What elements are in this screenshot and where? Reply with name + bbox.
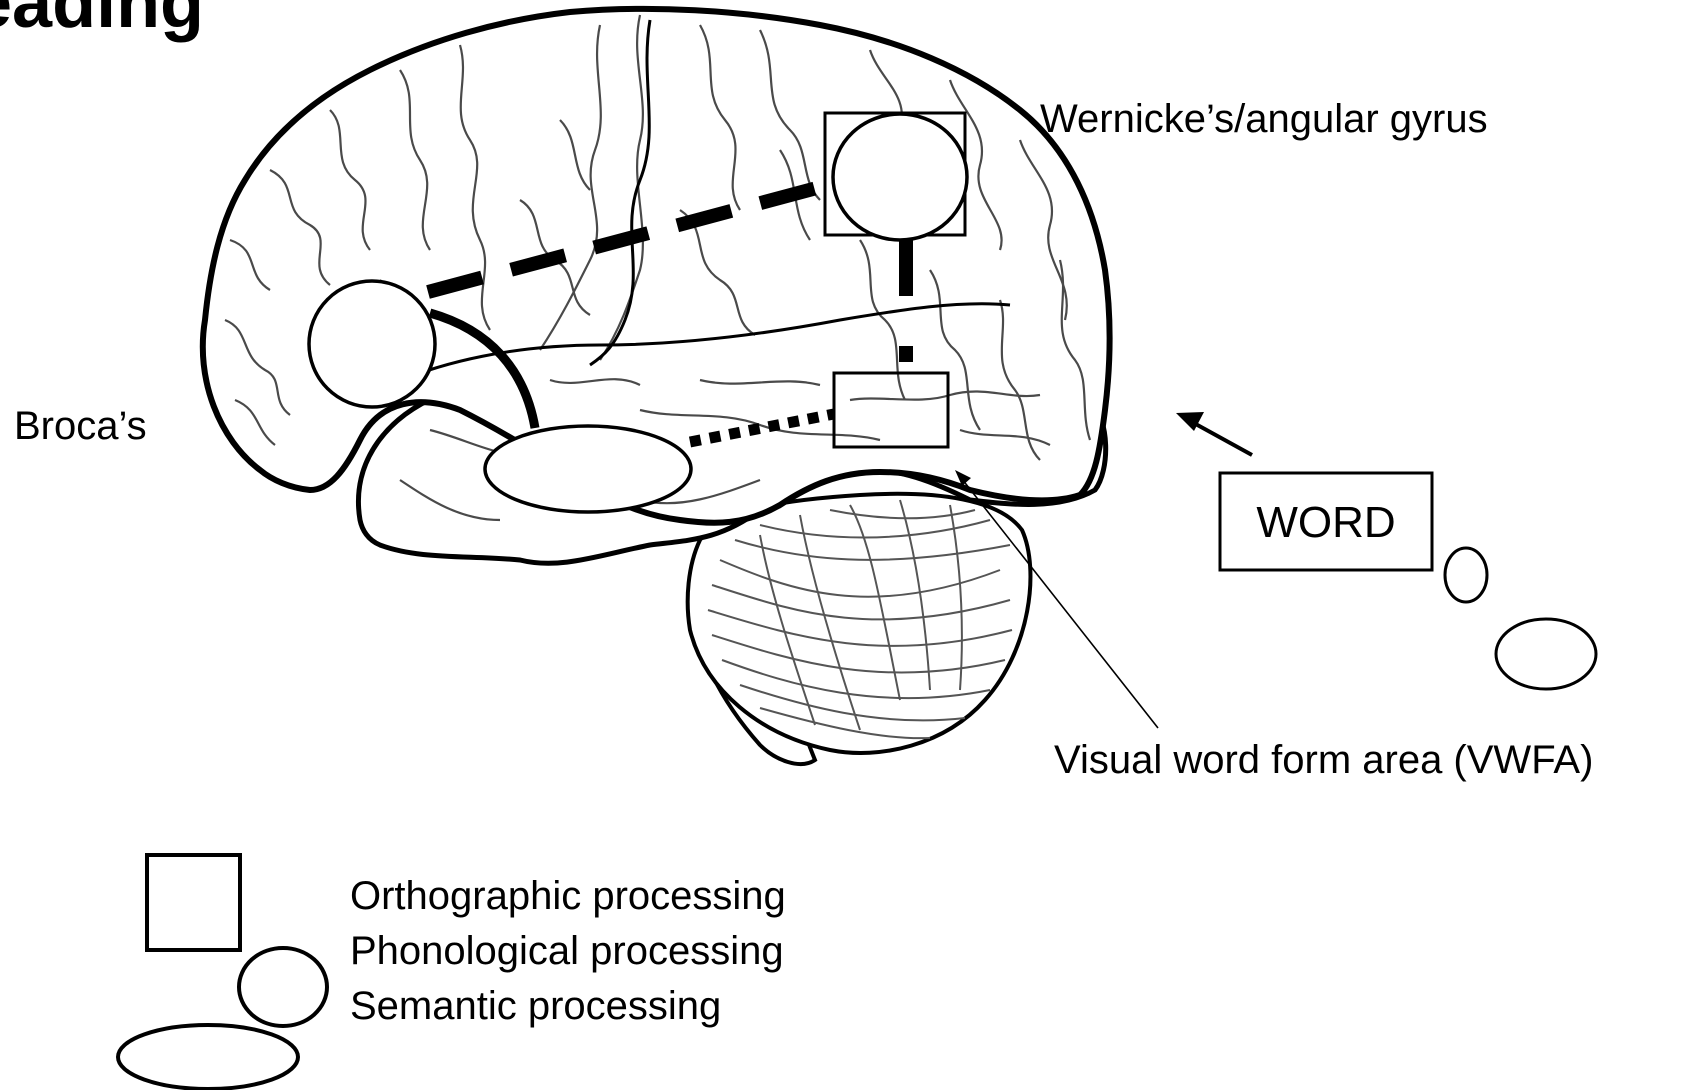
temporal-semantic-ellipse	[485, 426, 691, 512]
word-label: WORD	[1256, 498, 1395, 547]
legend-orthographic-label: Orthographic processing	[350, 874, 786, 918]
legend: Orthographic processing Phonological pro…	[118, 855, 786, 1089]
legend-phonological-circle	[239, 948, 327, 1026]
broca-label: Broca’s	[14, 404, 147, 448]
thought-bubble-small	[1445, 548, 1487, 602]
legend-semantic-ellipse	[118, 1025, 298, 1089]
broca-phonological-circle	[309, 281, 435, 407]
legend-phonological-label: Phonological processing	[350, 929, 784, 973]
thought-bubble-large	[1496, 619, 1596, 689]
legend-semantic-label: Semantic processing	[350, 984, 721, 1028]
word-arrow-shaft	[1192, 422, 1252, 455]
word-stimulus: WORD	[1220, 473, 1596, 689]
legend-orthographic-square	[147, 855, 240, 950]
vwfa-label: Visual word form area (VWFA)	[1054, 738, 1593, 782]
wernicke-phonological-circle	[833, 114, 967, 240]
title-fragment: eading	[0, 0, 204, 43]
wernicke-label: Wernicke’s/angular gyrus	[1040, 97, 1488, 141]
